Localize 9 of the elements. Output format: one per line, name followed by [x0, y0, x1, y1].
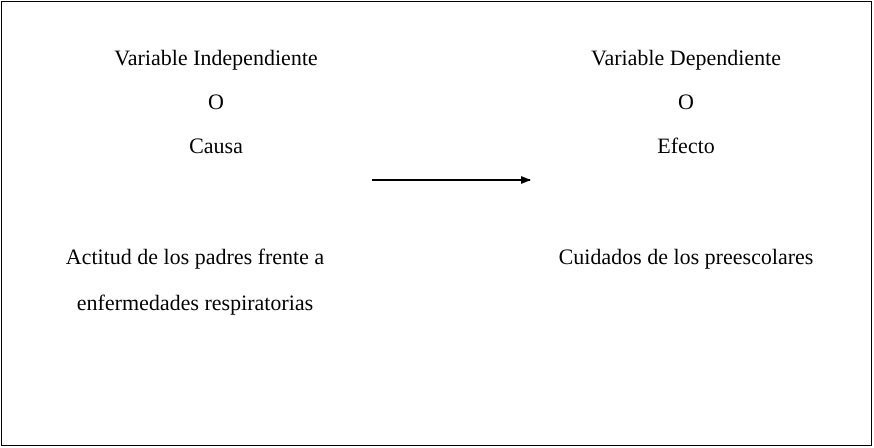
variable-text: Efecto	[657, 132, 715, 160]
description-text: Cuidados de los preescolares	[558, 243, 814, 271]
variable-text: Variable Dependiente	[591, 44, 781, 72]
variable-text: O	[208, 88, 224, 116]
variable-text: O	[678, 88, 694, 116]
variable-text: Causa	[189, 132, 243, 160]
variable-text: Variable Independiente	[114, 44, 318, 72]
arrow	[372, 176, 531, 184]
description-text: Actitud de los padres frente a enfermedades respiratorias	[64, 243, 326, 317]
